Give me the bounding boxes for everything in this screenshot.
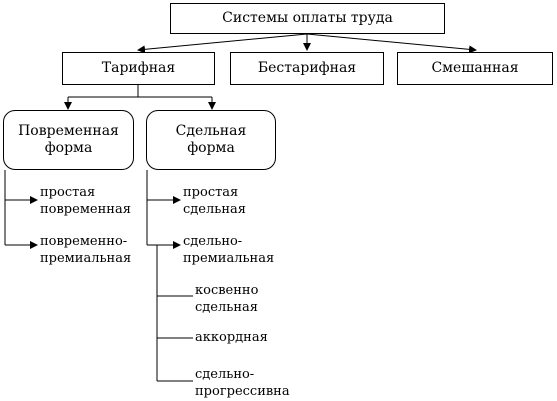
piece-item-premium-line2: премиальная — [183, 251, 275, 266]
form-box-piece: Сдельная форма — [146, 110, 276, 170]
piece-subitem-progressive-line2: прогрессивна — [195, 384, 290, 399]
form-piece-line1: Сдельная — [175, 123, 247, 139]
piece-item-premium-line1: сдельно- — [183, 234, 243, 249]
arrow-root-to-tarif — [137, 33, 308, 54]
form-box-time: Повременная форма — [3, 110, 134, 170]
form-piece-line2: форма — [187, 140, 235, 156]
time-item-simple-line2: повременная — [40, 202, 131, 217]
system-label-tarif: Тарифная — [101, 60, 176, 76]
system-label-bestarif: Бестарифная — [257, 60, 357, 76]
piece-subitem-chord: аккордная — [195, 329, 268, 346]
piece-item-simple-line1: простая — [183, 185, 239, 200]
time-item-simple: простая повременная — [40, 184, 131, 218]
system-box-mixed: Смешанная — [397, 52, 553, 85]
piece-subitem-indirect: косвенно сдельная — [195, 282, 258, 316]
system-label-mixed: Смешанная — [431, 60, 519, 76]
root-box: Системы оплаты труда — [170, 3, 445, 34]
time-item-premium-line1: повременно- — [40, 234, 128, 249]
form-time-line1: Повременная — [18, 123, 119, 139]
piece-item-simple: простая сдельная — [183, 184, 246, 218]
time-item-simple-line1: простая — [40, 185, 96, 200]
form-time-line2: форма — [44, 140, 93, 156]
piece-subitem-progressive-line1: сдельно- — [195, 367, 255, 382]
arrow-root-to-mixed — [306, 33, 477, 54]
system-box-tarif: Тарифная — [62, 52, 215, 85]
root-label: Системы оплаты труда — [222, 10, 393, 26]
piece-item-premium: сдельно- премиальная — [183, 233, 274, 267]
piece-subitem-chord-line1: аккордная — [195, 330, 268, 345]
time-item-premium-line2: премиальная — [40, 251, 132, 266]
piece-subitem-progressive: сдельно- прогрессивна — [195, 366, 290, 400]
time-item-premium: повременно- премиальная — [40, 233, 131, 267]
piece-subitem-indirect-line1: косвенно — [195, 283, 259, 298]
system-box-bestarif: Бестарифная — [230, 52, 384, 85]
piece-item-simple-line2: сдельная — [183, 202, 246, 217]
piece-subitem-indirect-line2: сдельная — [195, 300, 258, 315]
